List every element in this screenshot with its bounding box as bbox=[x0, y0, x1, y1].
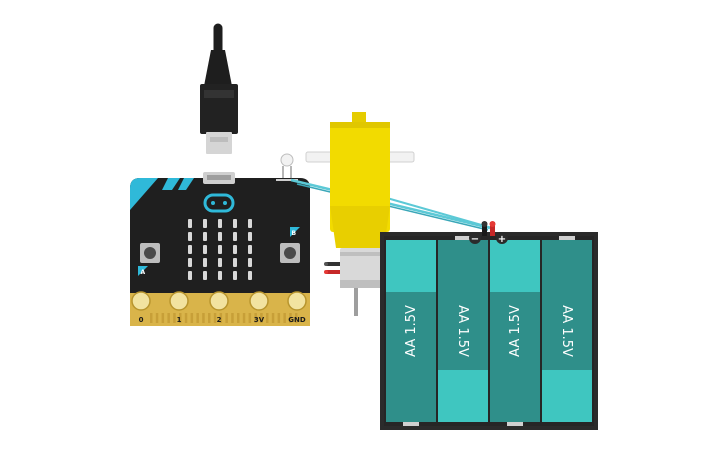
battery-cell-label: AA 1.5V bbox=[455, 305, 470, 357]
pin-0-label: 0 bbox=[139, 316, 144, 324]
edge-finger bbox=[283, 313, 286, 323]
battery-terminal-positive[interactable]: + bbox=[496, 232, 508, 245]
edge-finger bbox=[190, 313, 194, 323]
led-0-2 bbox=[218, 219, 222, 228]
led-0-3 bbox=[233, 219, 237, 228]
led-4-1 bbox=[203, 271, 207, 280]
negative-sign: − bbox=[471, 234, 479, 245]
edge-finger bbox=[225, 313, 228, 323]
pin-2-label: 2 bbox=[217, 316, 222, 324]
edge-fingers bbox=[150, 313, 298, 323]
battery-nub bbox=[455, 236, 471, 240]
button-b-label: B bbox=[292, 230, 297, 237]
battery-nub bbox=[559, 236, 575, 240]
edge-finger bbox=[242, 313, 246, 323]
battery-cell-2: AA 1.5V bbox=[438, 236, 488, 422]
led-0-0 bbox=[188, 219, 192, 228]
battery-cells: AA 1.5V AA 1.5V AA 1.5V AA 1.5V bbox=[386, 236, 592, 426]
battery-cell-1: AA 1.5V bbox=[386, 240, 436, 426]
edge-finger bbox=[248, 313, 252, 323]
led-1-1 bbox=[203, 232, 207, 241]
led-4-0 bbox=[188, 271, 192, 280]
edge-finger bbox=[271, 313, 275, 323]
edge-finger bbox=[213, 313, 217, 323]
led-2-4 bbox=[248, 245, 252, 254]
edge-finger bbox=[231, 313, 234, 323]
pin-3v[interactable]: 3V bbox=[249, 291, 269, 324]
microbit-logo bbox=[203, 193, 235, 213]
led-0-1 bbox=[203, 219, 207, 228]
led-3-3 bbox=[233, 258, 237, 267]
edge-finger bbox=[277, 313, 281, 323]
button-b[interactable]: B bbox=[280, 227, 300, 263]
pin-3v-label: 3V bbox=[254, 316, 265, 324]
usb-cable[interactable] bbox=[200, 23, 238, 154]
edge-finger bbox=[161, 313, 165, 323]
microbit-board[interactable]: A B 0 1 2 3V GND bbox=[130, 172, 310, 326]
battery-cell-label: AA 1.5V bbox=[404, 305, 419, 357]
battery-cell-label: AA 1.5V bbox=[508, 305, 523, 357]
led-3-0 bbox=[188, 258, 192, 267]
led-4-3 bbox=[233, 271, 237, 280]
led-2-2 bbox=[218, 245, 222, 254]
edge-finger bbox=[155, 313, 159, 323]
pin-1-label: 1 bbox=[177, 316, 182, 324]
edge-finger bbox=[289, 313, 292, 323]
pin-0[interactable]: 0 bbox=[131, 291, 151, 324]
battery-pack[interactable]: AA 1.5V AA 1.5V AA 1.5V AA 1.5V − + bbox=[380, 221, 598, 430]
battery-nub bbox=[507, 422, 523, 426]
edge-finger bbox=[184, 313, 188, 323]
led-3-2 bbox=[218, 258, 222, 267]
edge-finger bbox=[254, 313, 257, 323]
led-4-2 bbox=[218, 271, 222, 280]
led-2-1 bbox=[203, 245, 207, 254]
led-1-4 bbox=[248, 232, 252, 241]
edge-finger bbox=[295, 313, 298, 323]
edge-finger bbox=[179, 313, 182, 323]
led-1-0 bbox=[188, 232, 192, 241]
button-a[interactable]: A bbox=[138, 243, 160, 276]
wires[interactable] bbox=[290, 178, 493, 231]
battery-nub bbox=[403, 422, 419, 426]
pin-2[interactable]: 2 bbox=[209, 291, 229, 324]
edge-finger bbox=[196, 313, 199, 323]
edge-finger bbox=[173, 313, 176, 323]
led-1-3 bbox=[233, 232, 237, 241]
edge-finger bbox=[260, 313, 263, 323]
battery-cell-4: AA 1.5V bbox=[542, 236, 592, 422]
battery-cap bbox=[490, 240, 540, 292]
battery-cap bbox=[386, 240, 436, 292]
edge-finger bbox=[266, 313, 269, 323]
led-1-2 bbox=[218, 232, 222, 241]
dc-motor[interactable] bbox=[305, 112, 415, 316]
battery-cap bbox=[542, 370, 592, 422]
pin-gnd[interactable]: GND bbox=[287, 291, 307, 324]
positive-sign: + bbox=[498, 234, 506, 245]
battery-cap bbox=[438, 370, 488, 422]
led-3-1 bbox=[203, 258, 207, 267]
edge-finger bbox=[208, 313, 211, 323]
battery-cell-3: AA 1.5V bbox=[490, 240, 540, 426]
led-0-4 bbox=[248, 219, 252, 228]
led-2-3 bbox=[233, 245, 237, 254]
led-2-0 bbox=[188, 245, 192, 254]
edge-finger bbox=[219, 313, 223, 323]
wire-clip[interactable] bbox=[276, 153, 298, 181]
battery-cell-label: AA 1.5V bbox=[559, 305, 574, 357]
pin-gnd-label: GND bbox=[288, 316, 306, 324]
edge-finger bbox=[237, 313, 240, 323]
edge-finger bbox=[167, 313, 170, 323]
led-3-4 bbox=[248, 258, 252, 267]
led-matrix bbox=[188, 219, 252, 280]
battery-terminal-negative[interactable]: − bbox=[469, 232, 481, 245]
edge-finger bbox=[150, 313, 153, 323]
edge-finger bbox=[202, 313, 205, 323]
pin-1[interactable]: 1 bbox=[169, 291, 189, 324]
led-4-4 bbox=[248, 271, 252, 280]
button-a-label: A bbox=[141, 269, 146, 276]
